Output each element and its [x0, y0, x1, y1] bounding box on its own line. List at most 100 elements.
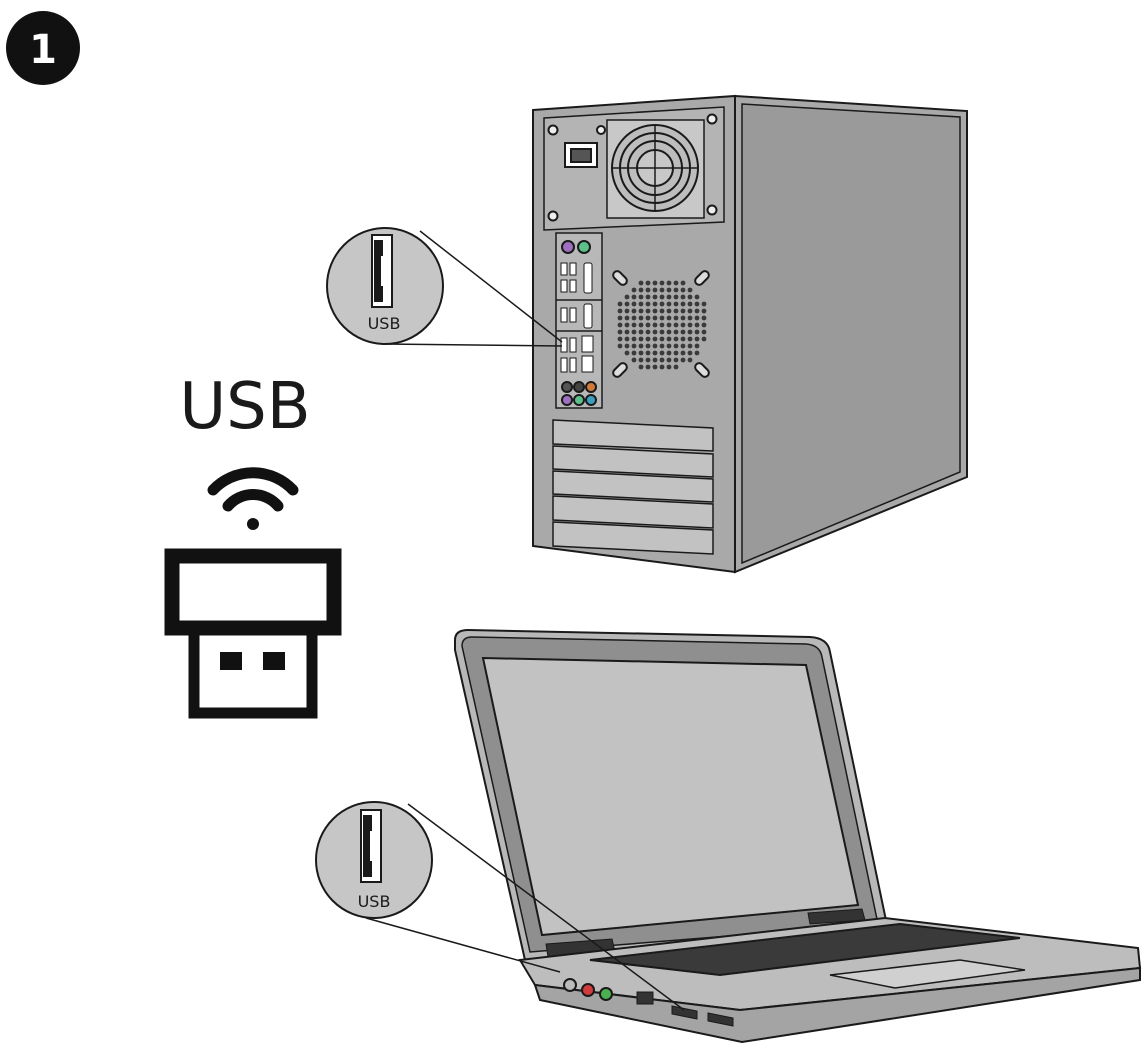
- vent-hole: [652, 357, 658, 363]
- vent-hole: [701, 322, 707, 328]
- vent-hole: [659, 301, 665, 307]
- vent-hole: [631, 308, 637, 314]
- vent-hole: [631, 357, 637, 363]
- laptop-usb-label: USB: [358, 892, 391, 911]
- vent-hole: [666, 343, 672, 349]
- vent-hole: [624, 336, 630, 342]
- vent-hole: [659, 294, 665, 300]
- vent-hole: [659, 343, 665, 349]
- vent-hole: [652, 301, 658, 307]
- vent-hole: [638, 343, 644, 349]
- vent-hole: [645, 315, 651, 321]
- vent-hole: [666, 308, 672, 314]
- vent-hole: [652, 322, 658, 328]
- vent-hole: [659, 364, 665, 370]
- vent-hole: [673, 301, 679, 307]
- vent-hole: [617, 301, 623, 307]
- vent-hole: [652, 294, 658, 300]
- vent-hole: [701, 329, 707, 335]
- vent-hole: [680, 294, 686, 300]
- vent-hole: [701, 315, 707, 321]
- vent-hole: [631, 301, 637, 307]
- vent-hole: [687, 322, 693, 328]
- vent-hole: [645, 329, 651, 335]
- vent-hole: [631, 315, 637, 321]
- vent-hole: [666, 301, 672, 307]
- vent-hole: [694, 315, 700, 321]
- vent-hole: [701, 336, 707, 342]
- vent-hole: [687, 350, 693, 356]
- vent-hole: [638, 357, 644, 363]
- vent-hole: [624, 308, 630, 314]
- vent-hole: [624, 315, 630, 321]
- vent-hole: [673, 315, 679, 321]
- vent-hole: [666, 322, 672, 328]
- vent-hole: [617, 336, 623, 342]
- vent-hole: [673, 294, 679, 300]
- vent-hole: [652, 280, 658, 286]
- vent-hole: [617, 343, 623, 349]
- vent-hole: [645, 301, 651, 307]
- vent-hole: [673, 357, 679, 363]
- vent-hole: [673, 280, 679, 286]
- vent-hole: [701, 308, 707, 314]
- vent-hole: [652, 343, 658, 349]
- vent-hole: [631, 287, 637, 293]
- vent-hole: [680, 357, 686, 363]
- vent-hole: [631, 329, 637, 335]
- vent-hole: [624, 301, 630, 307]
- vent-hole: [624, 343, 630, 349]
- vent-hole: [638, 336, 644, 342]
- vent-hole: [645, 280, 651, 286]
- vent-hole: [673, 350, 679, 356]
- vent-hole: [645, 294, 651, 300]
- vent-hole: [680, 336, 686, 342]
- vent-hole: [617, 322, 623, 328]
- vent-hole: [624, 294, 630, 300]
- usb-heading: USB: [179, 370, 310, 444]
- vent-hole: [694, 336, 700, 342]
- vent-hole: [645, 350, 651, 356]
- vent-hole: [638, 280, 644, 286]
- vent-hole: [673, 336, 679, 342]
- vent-hole: [638, 301, 644, 307]
- vent-hole: [666, 350, 672, 356]
- vent-hole: [631, 343, 637, 349]
- vent-hole: [659, 308, 665, 314]
- vent-hole: [638, 350, 644, 356]
- vent-hole: [673, 287, 679, 293]
- vent-hole: [624, 350, 630, 356]
- vent-hole: [694, 294, 700, 300]
- vent-hole: [652, 329, 658, 335]
- vent-hole: [673, 308, 679, 314]
- vent-hole: [694, 343, 700, 349]
- vent-hole: [645, 336, 651, 342]
- vent-hole: [617, 308, 623, 314]
- vent-hole: [694, 301, 700, 307]
- vent-hole: [680, 315, 686, 321]
- vent-hole: [659, 315, 665, 321]
- vent-hole: [652, 364, 658, 370]
- vent-hole: [680, 287, 686, 293]
- vent-hole: [645, 287, 651, 293]
- vent-hole: [687, 294, 693, 300]
- vent-hole: [652, 287, 658, 293]
- vent-hole: [659, 350, 665, 356]
- vent-hole: [687, 336, 693, 342]
- vent-hole: [666, 336, 672, 342]
- laptop-usb-callout: USB: [315, 801, 685, 1011]
- vent-hole: [652, 336, 658, 342]
- vent-hole: [638, 308, 644, 314]
- vent-hole: [659, 336, 665, 342]
- vent-hole: [659, 322, 665, 328]
- usb-wireless-adapter-icon: [164, 548, 342, 719]
- desktop-usb-callout: USB: [326, 227, 563, 347]
- vent-hole: [694, 322, 700, 328]
- vent-hole: [638, 364, 644, 370]
- vent-hole: [687, 357, 693, 363]
- vent-hole: [666, 294, 672, 300]
- vent-hole: [652, 350, 658, 356]
- vent-hole: [638, 329, 644, 335]
- vent-hole: [673, 364, 679, 370]
